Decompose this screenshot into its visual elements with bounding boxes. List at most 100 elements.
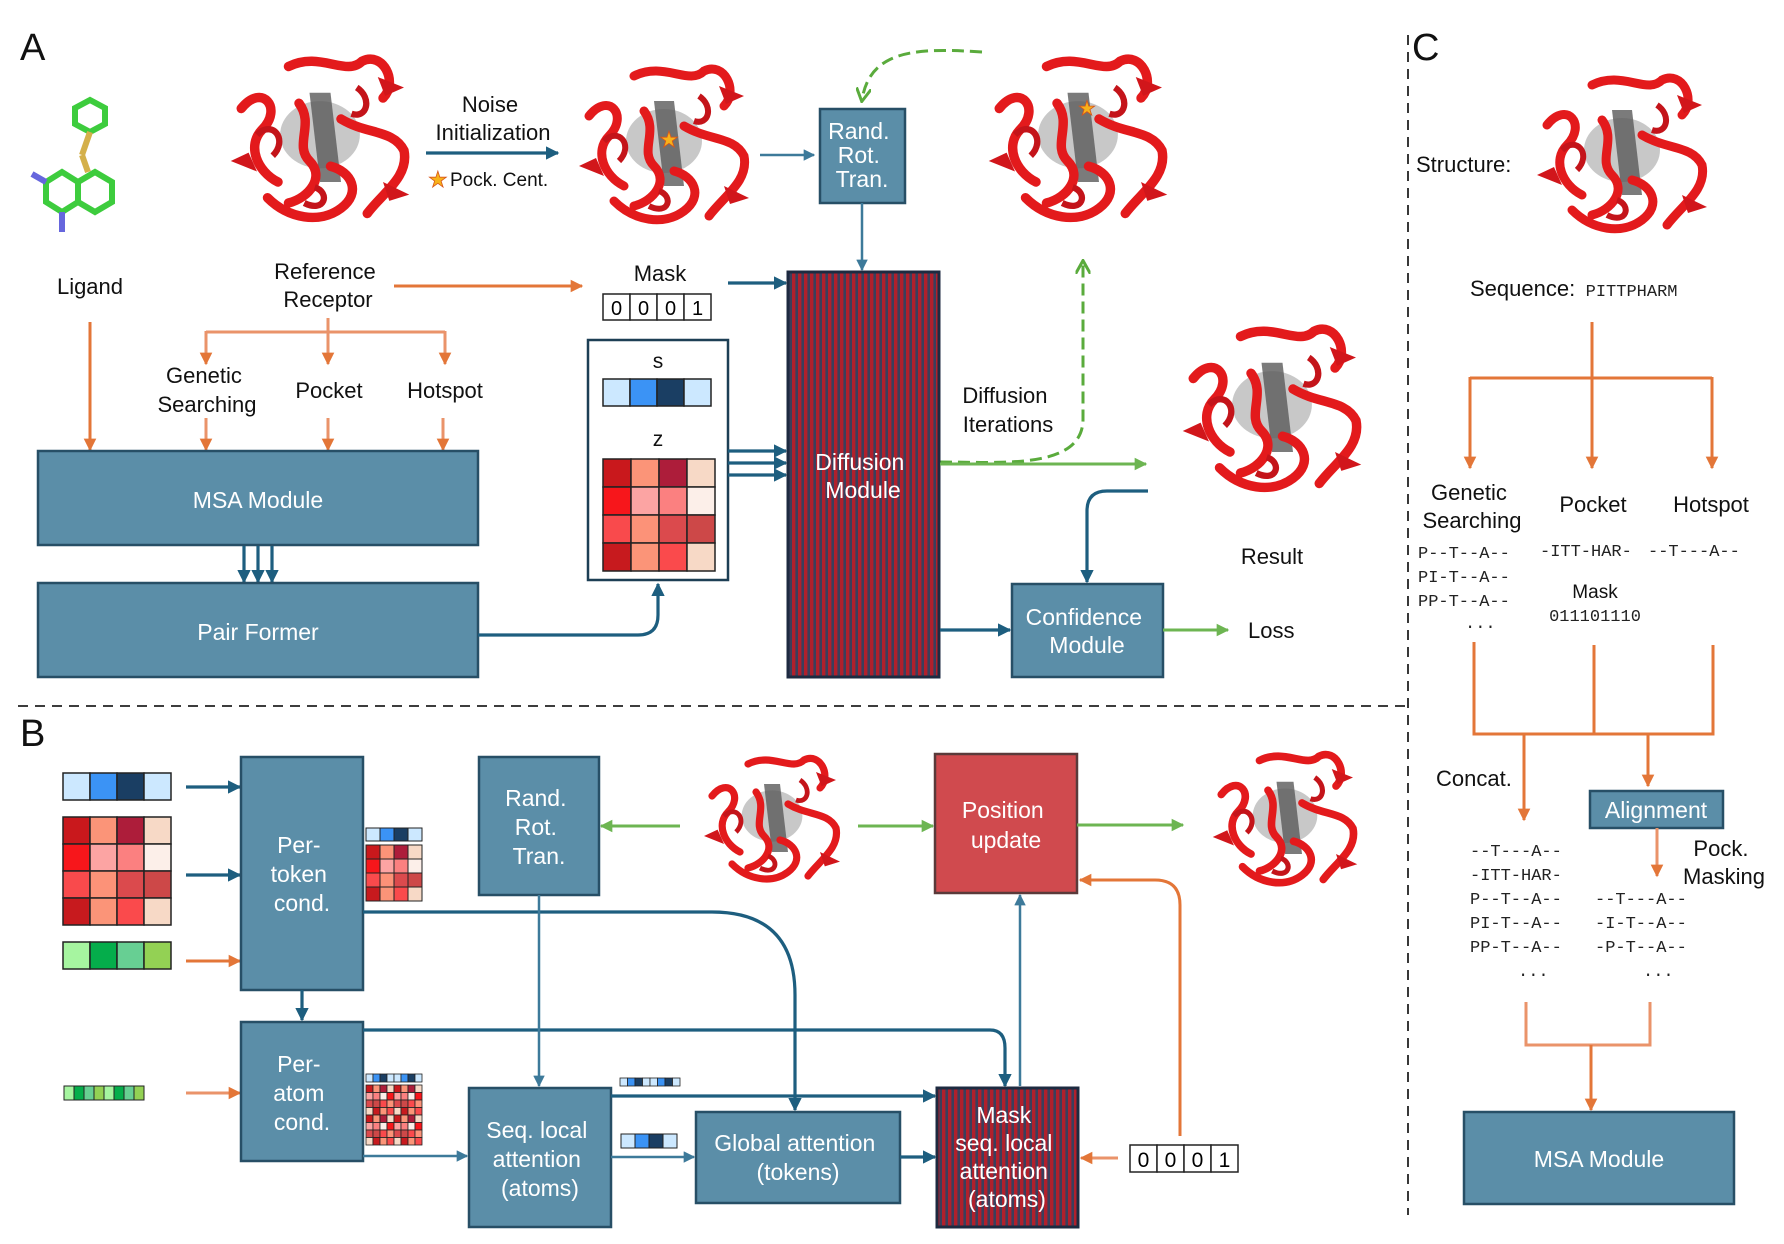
seq-local-attention-box[interactable]: Seq. local attention (atoms) [467, 1086, 613, 1229]
ligand-structure-icon [30, 96, 115, 232]
panel-label-b: B [20, 713, 45, 755]
position-update-box[interactable]: Position update [933, 752, 1079, 895]
atom-green-cell [123, 1085, 135, 1101]
z-cell [602, 542, 632, 572]
z-cell [393, 1107, 402, 1116]
token-pair-matrix [62, 816, 172, 926]
svg-text:Position update: Position update [962, 797, 1050, 853]
rand-rot-tran-box-a[interactable]: Rand. Rot. Tran. [818, 107, 907, 205]
confidence-module-box[interactable]: Confidence Module [1010, 582, 1165, 679]
z-cell [379, 844, 395, 860]
z-cell [89, 897, 118, 926]
z-cell [407, 1099, 416, 1108]
z-cell [143, 897, 172, 926]
z-cell [365, 1129, 374, 1138]
z-cell [386, 1099, 395, 1108]
c-merge-lines [1472, 642, 1715, 736]
z-cell [379, 1129, 388, 1138]
z-cell [379, 886, 395, 902]
s-label: s [653, 350, 664, 373]
per-atom-output-z-matrix [365, 1084, 423, 1146]
z-cell [407, 1107, 416, 1116]
s-cell [393, 1073, 402, 1083]
c-genetic-searching-label: Genetic Searching [1422, 480, 1521, 533]
per-atom-cond-box[interactable]: Per- atom cond. [239, 1020, 365, 1163]
mask-cell-value: 0 [1192, 1149, 1204, 1172]
mask-cell [683, 293, 712, 321]
z-cell [143, 843, 172, 872]
z-cell [386, 1084, 395, 1093]
atom-green-cell [73, 1085, 85, 1101]
z-cell [407, 1114, 416, 1123]
z-cell [686, 514, 716, 544]
per-atom-output-s-vector [365, 1073, 423, 1083]
s-cell [393, 827, 409, 842]
z-cell [365, 1092, 374, 1101]
z-cell [400, 1137, 409, 1146]
svg-text:Alignment: Alignment [1605, 797, 1708, 823]
msa-module-box[interactable]: MSA Module [36, 449, 480, 547]
s-cell [89, 772, 118, 801]
z-cell [686, 458, 716, 488]
msa-module-box-c[interactable]: MSA Module [1462, 1110, 1736, 1206]
diffusion-module-box[interactable]: Diffusion Module [786, 270, 941, 679]
z-cell [372, 1122, 381, 1131]
z-cell [372, 1092, 381, 1101]
z-cell [407, 844, 423, 860]
green-cell [62, 941, 91, 970]
mask-cell-value: 1 [1219, 1149, 1231, 1172]
z-cell [379, 1092, 388, 1101]
z-cell [400, 1084, 409, 1093]
z-cell [630, 542, 660, 572]
z-cell [372, 1099, 381, 1108]
pock-masking-label: Pock. Masking [1683, 836, 1765, 889]
alignment-box[interactable]: Alignment [1588, 789, 1725, 830]
z-cell [89, 870, 118, 899]
z-cell [393, 858, 409, 874]
pocket-center-star-icon-2: ★ [1078, 96, 1096, 120]
z-cell [414, 1137, 423, 1146]
z-cell [414, 1129, 423, 1138]
s-cell [62, 772, 91, 801]
svg-text:MSA Module: MSA Module [1534, 1146, 1664, 1172]
z-cell [630, 486, 660, 516]
svg-text:Rand. Rot. Tran.: Rand. Rot. Tran. [828, 118, 896, 192]
z-cell [379, 1137, 388, 1146]
z-cell [62, 870, 91, 899]
z-cell [372, 1129, 381, 1138]
token-single-vector [62, 772, 172, 801]
z-cell [379, 1084, 388, 1093]
concat-msa-rows: --T---A-- -ITT-HAR- P--T--A-- PI-T--A-- … [1470, 843, 1572, 982]
atom-green-cell [113, 1085, 125, 1101]
s-cell [414, 1073, 423, 1083]
per-token-cond-box[interactable]: Per- token cond. [239, 755, 365, 992]
s-cell [372, 1073, 381, 1083]
s-cell [379, 1073, 388, 1083]
svg-text:Global attention (tokens: Global attention (tokens) [714, 1130, 882, 1185]
s-cell [619, 1077, 628, 1087]
mask-to-position-update-arrow [1078, 873, 1182, 1136]
noise-initialization-label: Noise Initialization [436, 92, 551, 145]
svg-text:Diffusion Module: Diffusion Module [815, 449, 910, 503]
z-cell [365, 1099, 374, 1108]
pair-former-box[interactable]: Pair Former [36, 581, 480, 679]
dashed-loop-arrow-up [939, 262, 1083, 464]
c-mask-bits: 011101110 [1549, 608, 1641, 627]
dashed-loop-arrow-top [862, 48, 983, 100]
z-cell [386, 1107, 395, 1116]
per-token-output-z-matrix [365, 844, 423, 902]
s-cell [649, 1077, 658, 1087]
pocket-row: -ITT-HAR- [1540, 543, 1632, 562]
z-cell [414, 1092, 423, 1101]
diffusion-iterations-label: Diffusion Iterations [962, 383, 1053, 437]
z-cell [116, 870, 145, 899]
global-attention-box[interactable]: Global attention (tokens) [694, 1110, 902, 1205]
atom-green-vector [63, 1085, 145, 1101]
c-hotspot-label: Hotspot [1673, 492, 1749, 517]
mask-cell-value: 0 [638, 298, 649, 320]
s-cell [620, 1133, 636, 1149]
z-cell [407, 886, 423, 902]
rand-rot-tran-box-b[interactable]: Rand. Rot. Tran. [477, 755, 601, 897]
mask-seq-local-attention-box[interactable]: Mask seq. local attention (atoms) [935, 1086, 1080, 1229]
